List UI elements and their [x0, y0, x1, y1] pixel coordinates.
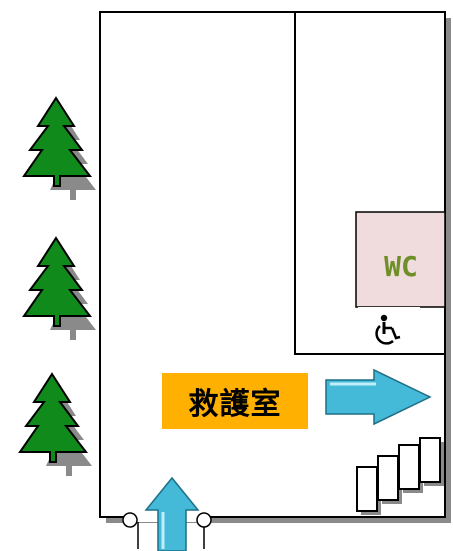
tree-icon	[22, 96, 96, 200]
wc-area	[355, 211, 446, 308]
accessible-box	[358, 307, 420, 353]
first-aid-room-label: 救護室	[162, 373, 308, 429]
tree-icon	[22, 236, 96, 340]
arrow-up-icon	[144, 476, 200, 551]
accessible-icon	[375, 314, 401, 345]
stairs-icon	[356, 437, 444, 515]
arrow-right-icon	[325, 368, 432, 426]
tree-icon	[18, 372, 92, 476]
wc-label: WC	[384, 249, 418, 283]
